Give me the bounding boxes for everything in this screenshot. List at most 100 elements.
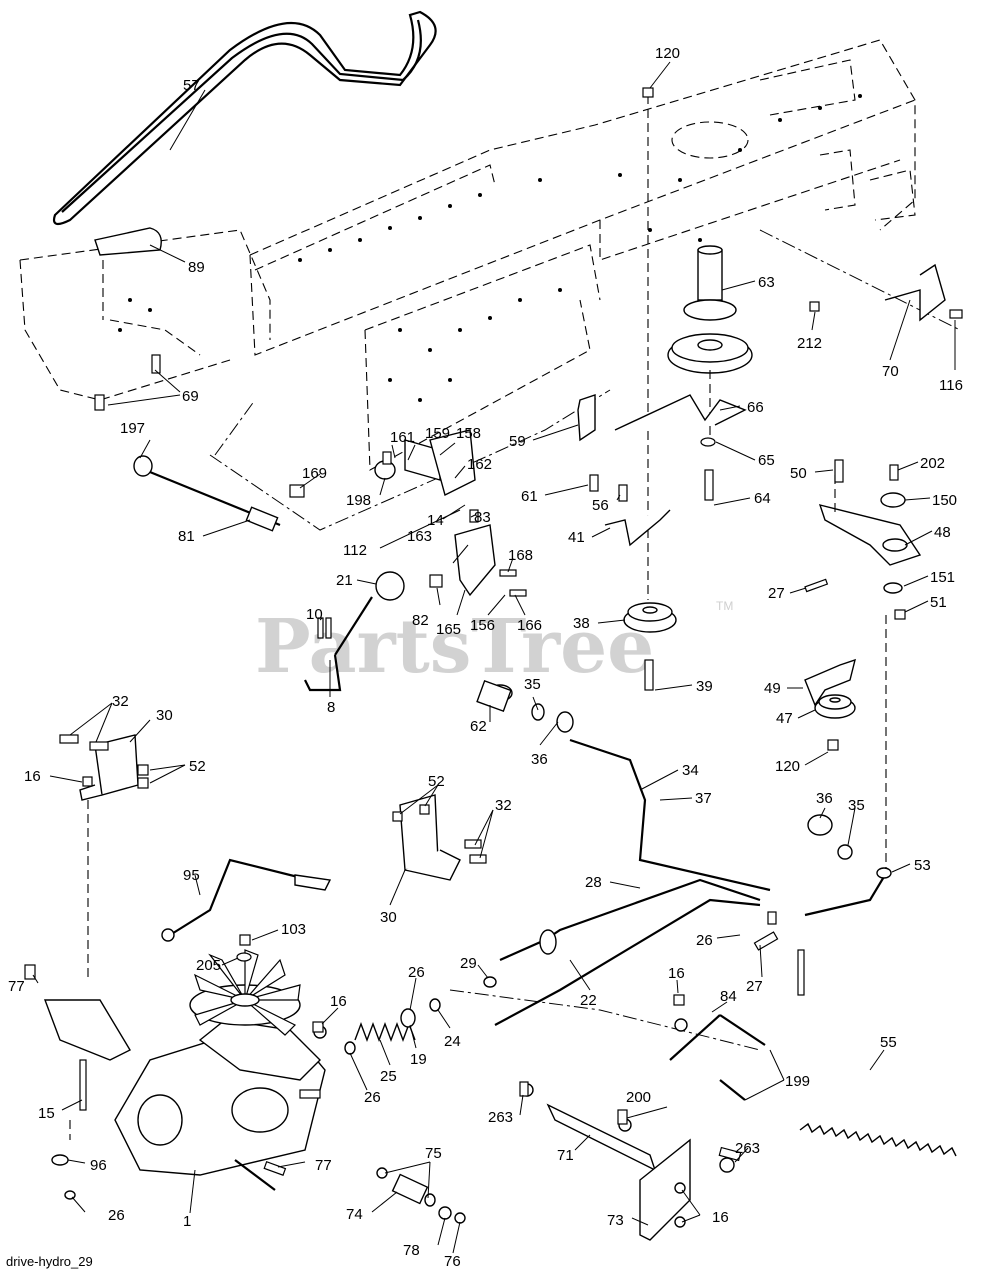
callout-1: 1	[183, 1213, 191, 1230]
leader-lines	[32, 61, 956, 1254]
callout-34: 34	[682, 762, 699, 779]
bracket-49	[804, 658, 856, 707]
callout-8: 8	[327, 699, 335, 716]
bracket-70	[884, 263, 946, 322]
belt-guide	[94, 227, 162, 320]
callout-76: 76	[444, 1253, 461, 1270]
plate-48	[818, 475, 922, 870]
callout-78: 78	[403, 1242, 420, 1259]
callout-159: 159	[425, 425, 450, 442]
callout-70: 70	[882, 363, 899, 380]
handle-95	[161, 858, 332, 942]
callout-30: 30	[156, 707, 173, 724]
callout-26-lower: 26	[108, 1207, 125, 1224]
callout-71: 71	[557, 1147, 574, 1164]
callout-165: 165	[436, 621, 461, 638]
callout-75: 75	[425, 1145, 442, 1162]
callout-200: 200	[626, 1089, 651, 1106]
callout-202: 202	[920, 455, 945, 472]
callout-66: 66	[747, 399, 764, 416]
pin-84	[669, 1014, 766, 1101]
callout-53: 53	[914, 857, 931, 874]
callout-62: 62	[470, 718, 487, 735]
bracket-59	[577, 394, 596, 442]
callout-162: 162	[467, 456, 492, 473]
callout-63: 63	[758, 274, 775, 291]
callout-263: 263	[488, 1109, 513, 1126]
callout-83: 83	[474, 509, 491, 526]
callout-24: 24	[444, 1033, 461, 1050]
transaxle	[43, 949, 326, 1191]
callout-36: 36	[531, 751, 548, 768]
bushing-set	[376, 1167, 466, 1224]
callout-161: 161	[390, 429, 415, 446]
callout-16-trans: 16	[330, 993, 347, 1010]
callout-120: 120	[655, 45, 680, 62]
callout-28: 28	[585, 874, 602, 891]
callout-52: 52	[189, 758, 206, 775]
callout-29: 29	[460, 955, 477, 972]
callout-21: 21	[336, 572, 353, 589]
callout-47: 47	[776, 710, 793, 727]
callout-50: 50	[790, 465, 807, 482]
callout-82: 82	[412, 612, 429, 629]
callout-212: 212	[797, 335, 822, 352]
drive-belt	[52, 10, 437, 226]
clip-96	[51, 1154, 76, 1200]
callout-199: 199	[785, 1073, 810, 1090]
spring-41	[604, 509, 671, 547]
callout-74: 74	[346, 1206, 363, 1223]
callout-116: 116	[939, 377, 963, 394]
callout-197: 197	[120, 420, 145, 437]
callout-77: 77	[8, 978, 25, 995]
callout-65: 65	[758, 452, 775, 469]
lever-8	[304, 596, 373, 692]
callout-156: 156	[470, 617, 495, 634]
callout-22: 22	[580, 992, 597, 1009]
watermark-tm: TM	[716, 599, 733, 613]
callout-49: 49	[764, 680, 781, 697]
callout-77-lower: 77	[315, 1157, 332, 1174]
callout-32: 32	[112, 693, 129, 710]
callout-27-lower: 27	[746, 978, 763, 995]
callout-16-right: 16	[668, 965, 685, 982]
callout-36-right: 36	[816, 790, 833, 807]
callout-30-mid: 30	[380, 909, 397, 926]
callout-151: 151	[930, 569, 955, 586]
callout-52-mid: 52	[428, 773, 445, 790]
callout-27: 27	[768, 585, 785, 602]
callout-73: 73	[607, 1212, 624, 1229]
callout-89: 89	[188, 259, 205, 276]
callout-16-bottom: 16	[712, 1209, 729, 1226]
callout-263-right: 263	[735, 1140, 760, 1157]
callout-81: 81	[178, 528, 195, 545]
callout-55: 55	[880, 1034, 897, 1051]
callout-10: 10	[306, 606, 323, 623]
callout-56: 56	[592, 497, 609, 514]
callout-69: 69	[182, 388, 199, 405]
callout-41: 41	[568, 529, 585, 546]
callout-84: 84	[720, 988, 737, 1005]
bracket-assembly	[374, 429, 496, 601]
callout-26-mid: 26	[408, 964, 425, 981]
callout-19: 19	[410, 1051, 427, 1068]
callout-16: 16	[24, 768, 41, 785]
callout-120-lower: 120	[775, 758, 800, 775]
fasteners	[24, 87, 963, 1176]
callout-48: 48	[934, 524, 951, 541]
callout-37: 37	[695, 790, 712, 807]
callout-15: 15	[38, 1105, 55, 1122]
callout-168: 168	[508, 547, 533, 564]
callout-26: 26	[696, 932, 713, 949]
callout-169: 169	[302, 465, 327, 482]
idler-pulley	[623, 602, 677, 633]
frame-holes	[118, 94, 862, 402]
spring-66	[614, 394, 747, 431]
callout-59: 59	[509, 433, 526, 450]
callout-labels: 57 89 69 120 63 212 70 116 66 65 64 59 6…	[8, 45, 963, 1270]
callout-39: 39	[696, 678, 713, 695]
callout-61: 61	[521, 488, 538, 505]
callout-96: 96	[90, 1157, 107, 1174]
engine-pulley	[667, 245, 753, 374]
